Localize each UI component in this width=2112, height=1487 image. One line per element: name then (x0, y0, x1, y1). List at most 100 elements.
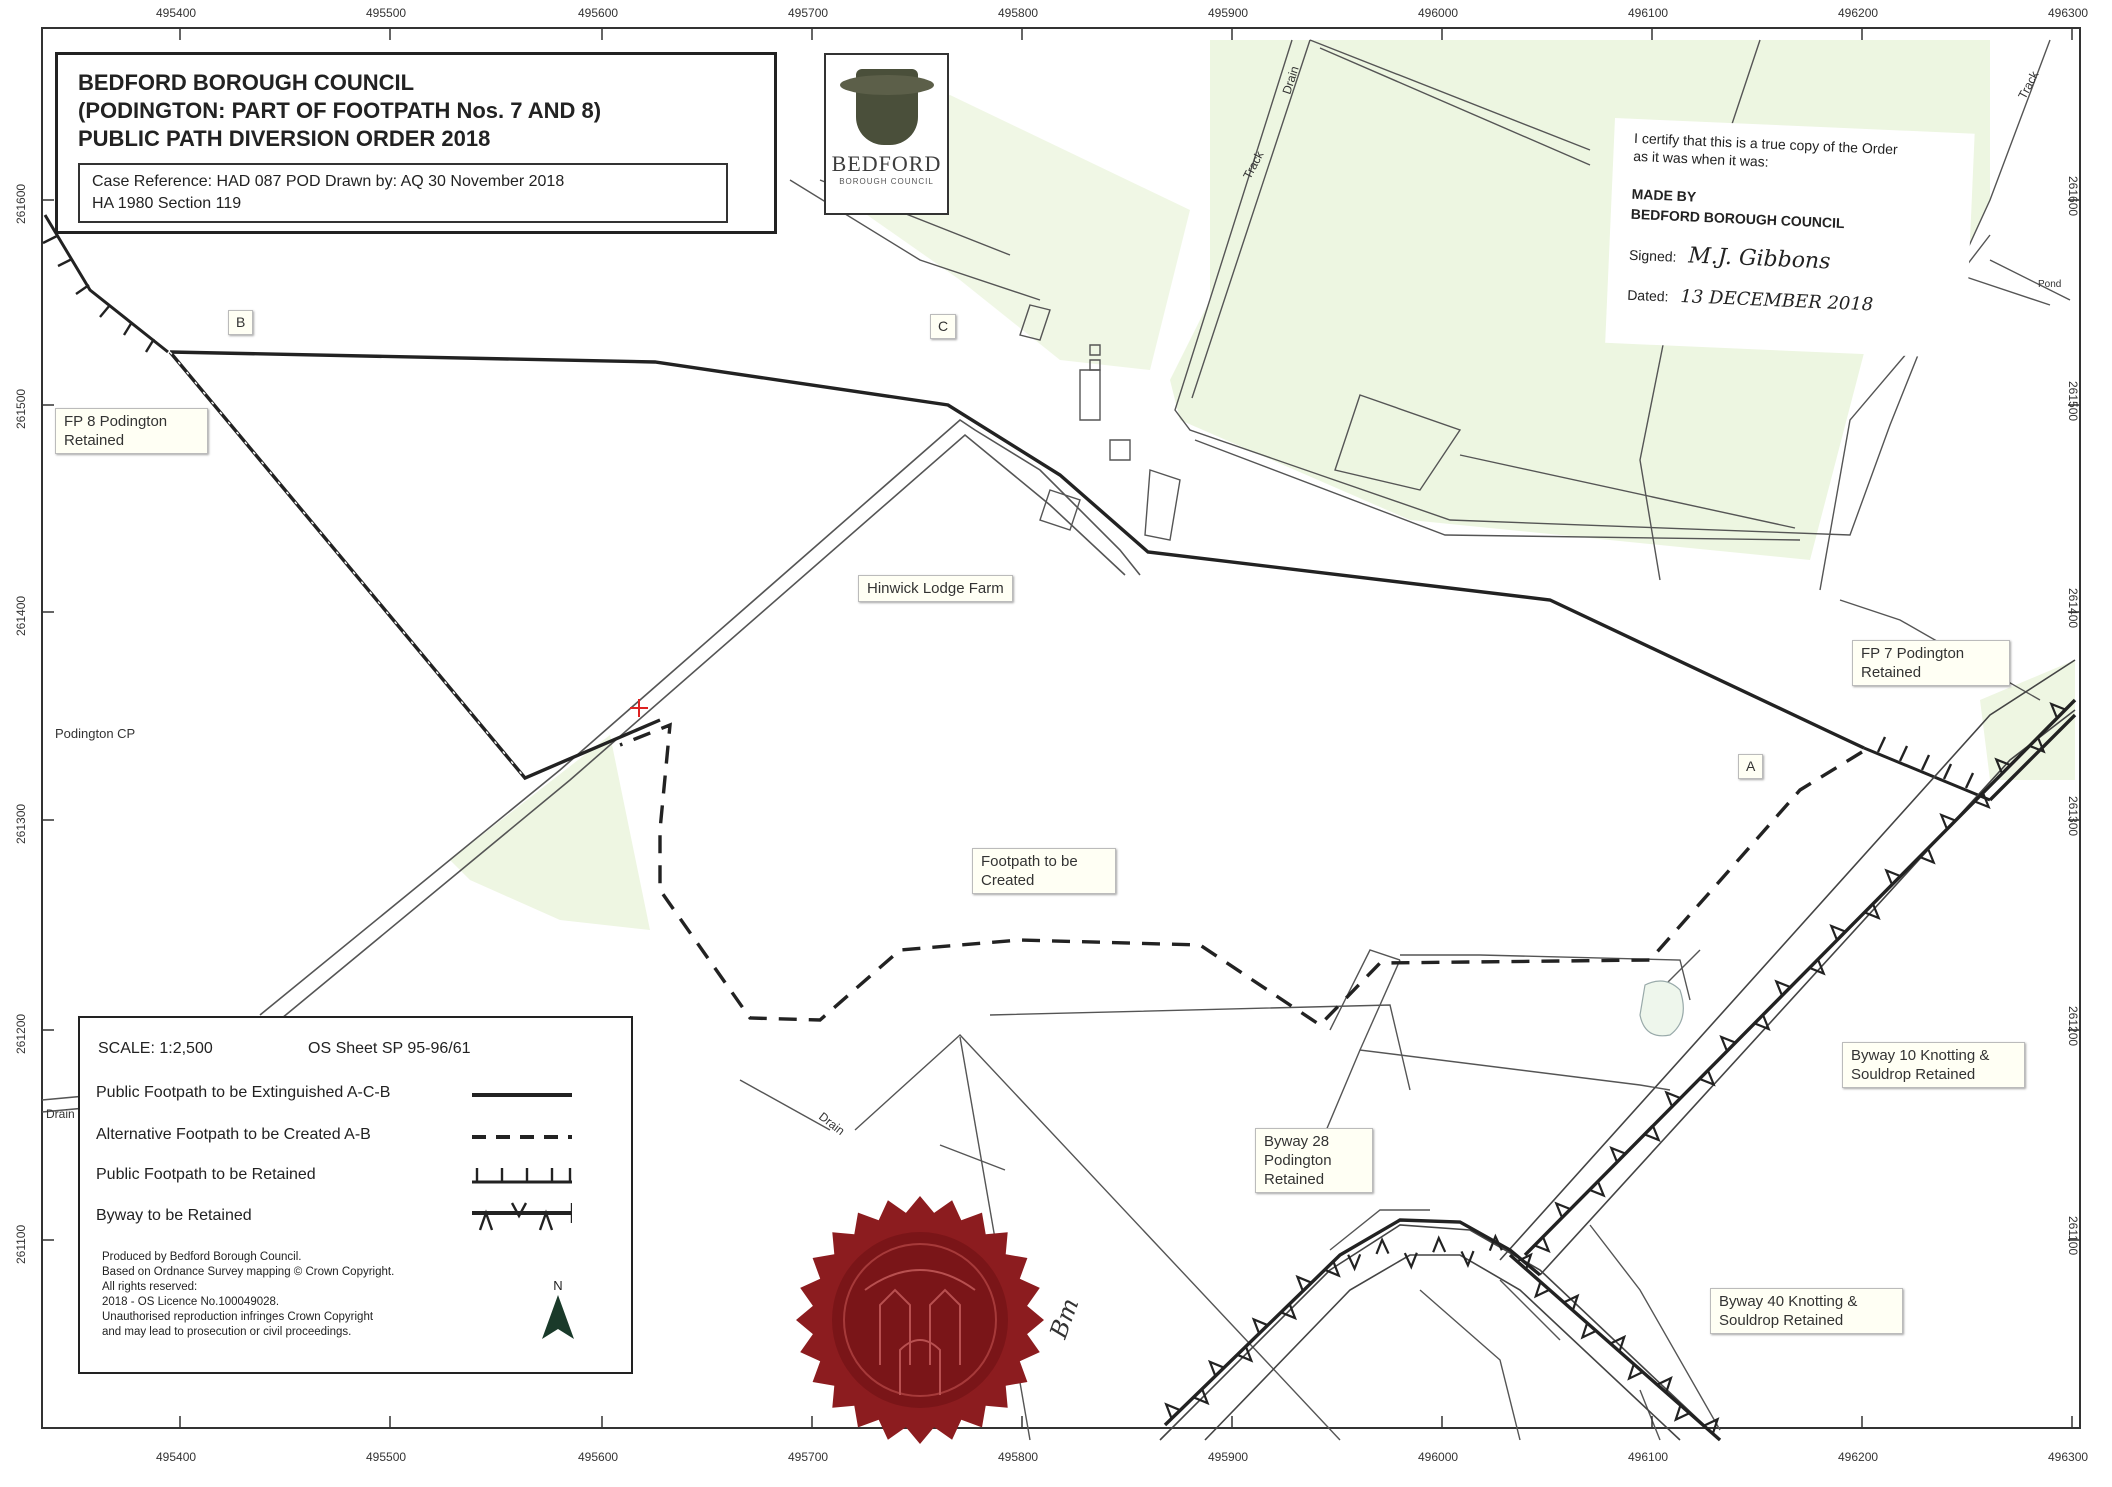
title-line-3: PUBLIC PATH DIVERSION ORDER 2018 (78, 126, 491, 151)
cert-signature: M.J. Gibbons (1687, 243, 1831, 275)
byway-chevron (1809, 958, 1826, 976)
fp7-retained-ticks (1876, 736, 1975, 789)
byway-chevron (1673, 1404, 1690, 1422)
byway-40-label: Byway 40 Knotting & Souldrop Retained (1710, 1288, 1903, 1334)
cert-signed-row: Signed: M.J. Gibbons (1629, 241, 1970, 281)
legend-retained-symbol (472, 1168, 572, 1184)
point-b-label: B (228, 310, 254, 335)
byway-chevron (1207, 1359, 1225, 1377)
grid-ticks (42, 28, 2080, 1428)
fp8-retained-ticks (42, 234, 156, 353)
byway-chevron (1164, 1402, 1181, 1419)
wax-seal-icon (796, 1196, 1044, 1444)
council-crest-logo: BEDFORD BOROUGH COUNCIL (824, 53, 949, 215)
fp7-retained-label: FP 7 Podington Retained (1852, 640, 2010, 686)
byway-chevron (1644, 1125, 1661, 1142)
credit-line-3: All rights reserved: (102, 1281, 198, 1293)
legend-byway-label: Byway to be Retained (96, 1207, 252, 1224)
byway-chevron (1719, 1035, 1736, 1052)
north-arrow: N (540, 1278, 576, 1344)
byway-chevron (1774, 979, 1791, 997)
crest-wordmark: BEDFORD (831, 151, 942, 176)
byway-chevron (1347, 1254, 1362, 1272)
byway-chevron (1295, 1274, 1312, 1292)
legend-created-label: Alternative Footpath to be Created A-B (96, 1126, 371, 1143)
byway-chevron (1432, 1235, 1447, 1253)
point-a-label: A (1738, 754, 1764, 779)
byway-40-retained-line (1508, 1253, 1722, 1442)
field-area-east-strip (1980, 660, 2075, 780)
north-label: N (553, 1278, 563, 1293)
fp7-retained-line (1863, 746, 1991, 802)
credit-line-2: Based on Ordnance Survey mapping © Crown… (102, 1266, 395, 1278)
byway-chevron (1533, 1281, 1550, 1299)
footpath-to-be-created-label: Footpath to be Created (972, 848, 1116, 894)
legend-retained-label: Public Footpath to be Retained (96, 1166, 316, 1183)
byway-chevron (1516, 1252, 1533, 1270)
byway-chevron (1919, 847, 1936, 865)
byway-chevron (1236, 1346, 1254, 1363)
title-line-2: (PODINGTON: PART OF FOOTPATH Nos. 7 AND … (78, 98, 602, 123)
byway-chevron (2029, 736, 2046, 754)
byway-chevron (1703, 1417, 1720, 1435)
byway-chevron (1488, 1233, 1503, 1251)
byway-chevron (1754, 1014, 1771, 1031)
byway-chevron (2049, 702, 2066, 719)
case-reference-box: Case Reference: HAD 087 POD Drawn by: AQ… (78, 163, 728, 223)
crest-subtitle: BOROUGH COUNCIL (839, 177, 934, 186)
fp8-retained-label: FP 8 Podington Retained (55, 408, 208, 454)
legend: SCALE: 1:2,500 OS Sheet SP 95-96/61 Publ… (78, 1016, 633, 1374)
byway-chevron (1324, 1261, 1341, 1278)
credit-line-6: and may lead to prosecution or civil pro… (102, 1326, 352, 1338)
alternative-footpath-a-b (619, 722, 1863, 1028)
byway-chevron (1884, 868, 1901, 886)
byway-10-retained-line-2 (1988, 713, 2077, 802)
byway-chevrons (1164, 702, 2066, 1435)
fp8-dotted-overlay (169, 351, 526, 779)
byway-chevron (1664, 1090, 1681, 1108)
byway-10-label: Byway 10 Knotting & Souldrop Retained (1842, 1042, 2025, 1088)
cert-signed-label: Signed: (1628, 246, 1677, 265)
byway-chevron (1563, 1293, 1580, 1311)
point-c-label: C (930, 314, 957, 339)
byway-chevron (1534, 1236, 1551, 1253)
byway-28-label: Byway 28 Podington Retained (1255, 1128, 1373, 1193)
legend-os-sheet: OS Sheet SP 95-96/61 (308, 1040, 471, 1057)
byway-10-road (1499, 659, 2076, 1276)
cert-dated-row: Dated: 13 DECEMBER 2018 (1627, 284, 1968, 320)
north-arrow-icon (542, 1295, 574, 1339)
title-box: BEDFORD BOROUGH COUNCIL (PODINGTON: PART… (55, 52, 777, 234)
title-line-1: BEDFORD BOROUGH COUNCIL (78, 70, 415, 95)
act-section-line: HA 1980 Section 119 (92, 195, 242, 212)
pond-label: Pond (2038, 279, 2061, 290)
byway-chevron (1609, 1146, 1626, 1163)
byway-chevron (1251, 1317, 1269, 1334)
certification-stamp: I certify that this is a true copy of th… (1605, 118, 1975, 359)
cert-date: 13 DECEMBER 2018 (1679, 286, 1874, 316)
byway-chevron (1580, 1322, 1597, 1340)
legend-scale: SCALE: 1:2,500 (98, 1040, 213, 1057)
field-area-southwest (450, 735, 650, 930)
byway-chevron (1699, 1069, 1716, 1087)
byway-chevron (1460, 1250, 1475, 1269)
byway-chevron (1939, 813, 1956, 830)
legend-created-symbol (472, 1135, 572, 1139)
byway-chevron (1610, 1334, 1627, 1352)
byway-chevron (1656, 1376, 1673, 1393)
credit-line-5: Unauthorised reproduction infringes Crow… (102, 1311, 374, 1323)
byway-chevron (1589, 1180, 1606, 1198)
byway-chevron (1403, 1252, 1418, 1270)
cert-dated-label: Dated: (1626, 286, 1669, 305)
byway-chevron (1994, 757, 2011, 775)
byway-chevron (1193, 1388, 1210, 1406)
byway-chevron (1627, 1363, 1644, 1381)
credit-line-4: 2018 - OS Licence No.100049028. (102, 1296, 280, 1308)
byway-chevron (1864, 903, 1881, 920)
byway-chevron (1280, 1303, 1298, 1321)
legend-extinguished-label: Public Footpath to be Extinguished A-C-B (96, 1084, 391, 1101)
byway-chevron (1829, 924, 1846, 941)
credit-line-1: Produced by Bedford Borough Council. (102, 1251, 302, 1263)
fp8-retained-line (43, 214, 169, 354)
drain-label-2: Drain (46, 1107, 75, 1121)
pond (1639, 980, 1684, 1037)
